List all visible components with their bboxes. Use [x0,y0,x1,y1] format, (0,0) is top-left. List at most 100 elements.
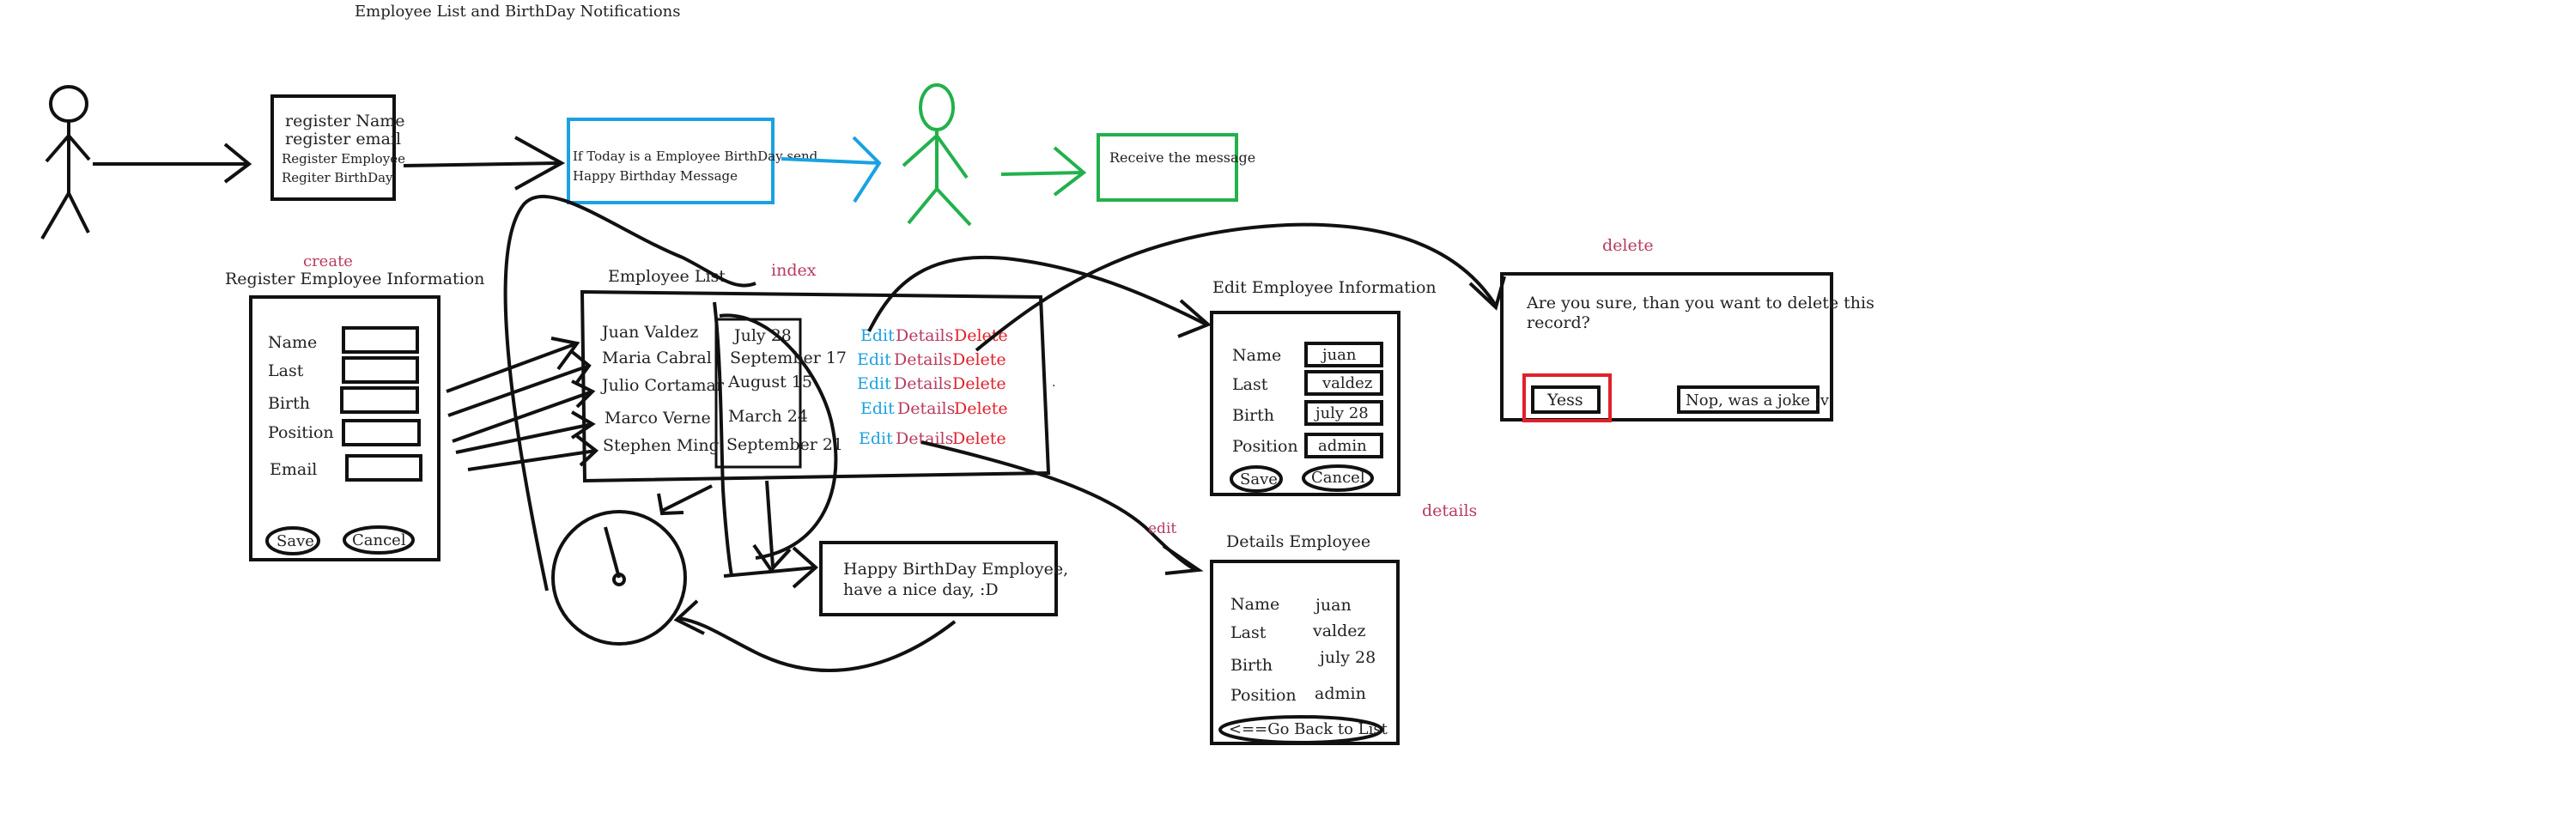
row-edit-link[interactable]: Edit [857,374,891,393]
back-to-list-button[interactable] [1218,715,1383,744]
condition-line-1: If Today is a Employee BirthDay send [573,149,818,164]
arrow-details-head [1162,544,1204,575]
row-delete-link[interactable]: Delete [954,399,1008,418]
employee-list-panel [580,289,1051,483]
register-birth-input[interactable] [340,386,419,414]
arrow-edit-head [1177,299,1212,338]
edit-form-panel [1210,311,1400,496]
delete-no-button[interactable] [1677,385,1820,414]
row-details-link[interactable]: Details [896,429,953,448]
table-row: Marco Verne March 24 Edit Details Delete [605,399,1008,428]
register-last-input[interactable] [342,356,419,384]
register-cancel-label: Cancel [352,531,406,549]
row-date: July 28 [732,326,792,345]
edit-birth-input[interactable] [1304,400,1383,426]
table-row: Juan Valdez July 28 Edit Details Delete [600,323,1008,345]
details-value-birth: july 28 [1318,648,1376,667]
register-save-label: Save [276,532,314,550]
date-column-box [714,318,802,469]
row-name: Marco Verne [605,409,711,428]
table-row: Stephen Ming September 21 Edit Details D… [603,429,1006,455]
register-position-input[interactable] [342,419,421,446]
delete-yes-label: Yess [1546,391,1583,409]
clock-icon [551,510,687,646]
row-delete-link[interactable]: Delete [952,374,1006,393]
arrow-list-to-clock [657,484,713,516]
row-delete-link[interactable]: Delete [954,326,1008,345]
register-email-input[interactable] [345,454,422,482]
edit-position-input[interactable] [1304,433,1383,458]
delete-question-line-1: Are you sure, than you want to delete th… [1526,294,1874,312]
delete-question-line-2: record? [1527,313,1590,332]
register-save-button[interactable] [265,526,320,555]
register-cancel-button[interactable] [343,525,415,555]
row-details-link[interactable]: Details [897,399,955,418]
birthday-message-line-1: Happy BirthDay Employee, [843,560,1068,579]
edit-value-position: admin [1318,437,1367,455]
row-edit-link[interactable]: Edit [860,326,895,345]
row-delete-link[interactable]: Delete [952,429,1006,448]
message-to-clock-arrowhead [673,599,705,635]
details-fields: Name juan Last valdez Birth july 28 Posi… [1230,595,1376,705]
arrow-recipient-to-message [1000,146,1087,197]
row-delete-link[interactable]: Delete [952,350,1006,369]
register-label-email: Email [270,460,317,479]
details-label-last: Last [1230,623,1267,642]
edit-form-title: Edit Employee Information [1212,278,1437,297]
arrow-delete-path [975,222,1498,352]
row-details-link[interactable]: Details [894,374,951,393]
register-line-2: register email [285,130,401,149]
row-edit-link[interactable]: Edit [859,429,893,448]
birthday-message-line-2: have a nice day, :D [843,580,999,599]
edit-save-button[interactable] [1230,465,1283,493]
stray-mark: . [1052,376,1055,390]
birthday-message-box [819,541,1058,616]
row-name: Julio Cortamar [600,376,725,395]
list-curve-line [719,313,838,560]
row-date: August 15 [727,373,812,391]
row-details-link[interactable]: Details [896,326,953,345]
details-value-name: juan [1314,596,1352,615]
register-label-birth: Birth [268,394,310,413]
register-label-last: Last [268,361,304,380]
edit-label-birth: Birth [1232,406,1274,425]
register-name-input[interactable] [342,326,419,354]
row-edit-link[interactable]: Edit [860,399,895,418]
edit-value-last: valdez [1321,374,1372,392]
arrow-register-to-condition [403,136,566,191]
edit-label-position: Position [1232,437,1298,456]
row-details-link[interactable]: Details [894,350,951,369]
arrow-details-path [920,440,1197,572]
edit-last-input[interactable] [1304,370,1383,396]
row-date: March 24 [728,407,808,426]
edit-tag: edit [1148,520,1176,537]
edit-label-name: Name [1232,346,1281,365]
table-row: Julio Cortamar August 15 Edit Details De… [600,373,1006,395]
details-tag: details [1422,501,1477,520]
edit-label-last: Last [1232,375,1268,394]
edit-cancel-button[interactable] [1302,464,1374,492]
recipient-stick-figure [902,83,972,227]
receive-message-text: Receive the message [1109,149,1255,166]
row-edit-link[interactable]: Edit [857,350,891,369]
arrow-condition-to-recipient [781,136,882,203]
birthday-condition-box [567,118,775,204]
details-label-name: Name [1230,595,1279,614]
index-tag: index [771,261,817,280]
register-label-position: Position [268,423,334,442]
delete-yes-button[interactable] [1531,385,1601,414]
loop-arrow-condition [503,194,756,591]
delete-yes-highlight [1522,373,1612,422]
register-form-panel [249,295,440,561]
register-line-4: Regiter BirthDay [282,170,393,185]
register-form-title: Register Employee Information [225,270,484,288]
row-date: September 17 [730,349,847,367]
edit-cancel-label: Cancel [1311,469,1365,487]
details-title: Details Employee [1226,532,1370,551]
edit-name-input[interactable] [1304,342,1383,367]
user-stick-figure [40,85,91,240]
delete-dialog-panel [1500,272,1833,422]
row-name: Maria Cabral [602,349,712,367]
edit-save-label: Save [1240,470,1278,488]
